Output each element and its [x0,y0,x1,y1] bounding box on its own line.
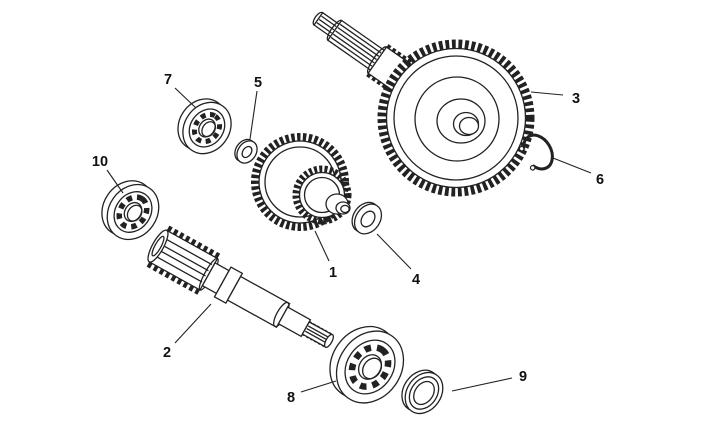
gear-web-circle [414,76,500,162]
pinion-teeth [166,225,221,259]
gear-rim-circle [393,55,519,181]
bearing-7 [177,98,232,155]
shaft-tip-end [323,333,335,349]
gear-shaft-tip-face [340,204,350,214]
main-shaft [146,225,335,349]
washer-4 [351,201,383,235]
leader-line-6 [552,157,592,174]
callout-label-10: 10 [92,154,108,170]
callout-label-1: 1 [329,265,337,281]
pinion-end-hole [151,235,165,257]
callout-labels: 1 2 3 4 5 6 7 8 9 10 [92,72,604,406]
gear-teeth-ring [377,39,535,197]
bearing-10 [101,180,160,241]
leader-line-1 [314,230,330,262]
circlip-lug [529,164,536,171]
bearing-bore-inner [126,204,143,222]
callout-label-2: 2 [163,345,171,361]
callout-label-8: 8 [287,390,295,406]
callout-label-9: 9 [519,369,527,385]
bearing-balls [191,111,223,145]
circlip-lug [518,145,525,152]
leader-lines [106,87,592,393]
leader-line-5 [249,90,258,140]
washer-5 [234,138,258,164]
pinion-end-face [147,229,169,263]
leader-line-2 [174,303,212,344]
gear-bore-inner [458,116,480,136]
bearing-balls [348,344,392,390]
leader-line-10 [106,169,124,194]
leader-line-7 [174,87,197,109]
bearing-race-line [344,339,396,395]
gear-wheel [377,39,535,197]
bearing-8 [329,325,405,404]
spline-lines [330,23,382,67]
gear-teeth-ring [251,133,349,231]
washer-hole [360,210,376,228]
double-gear [251,133,352,231]
circlip-ring [522,133,554,171]
callout-label-7: 7 [164,72,172,88]
pinion-teeth-ring [292,165,352,225]
washer-hole [241,145,253,159]
leader-line-9 [451,377,513,392]
spline-lines [304,325,330,344]
leader-line-3 [530,91,564,96]
callout-label-5: 5 [254,75,262,91]
bearing-balls [116,194,150,230]
seal-ring [401,369,444,415]
bearing-race-line [113,191,153,233]
bearing-bore-inner [201,121,217,138]
leader-line-4 [376,233,412,270]
callout-label-4: 4 [412,272,420,288]
ring-mid-line [408,376,440,410]
pinion-teeth [146,261,201,295]
circlip [518,133,554,171]
leader-line-8 [300,380,337,393]
spline-lines [156,238,213,283]
callout-label-6: 6 [596,172,604,188]
ring-hole [413,380,435,406]
callout-label-3: 3 [572,91,580,107]
bearing-race-line [188,108,226,148]
bearing-bore-inner [362,357,383,380]
